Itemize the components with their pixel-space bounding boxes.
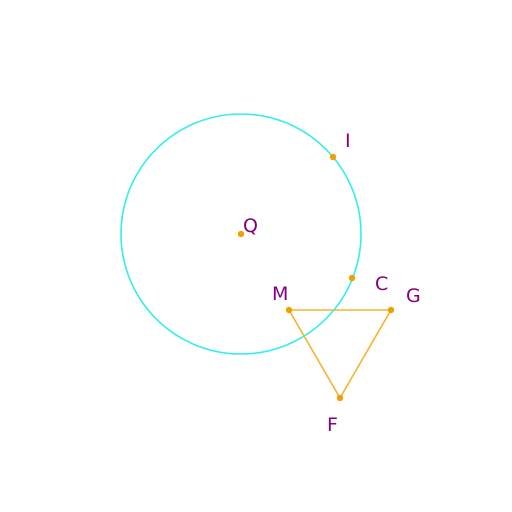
- triangle-mgf: [287, 309, 393, 400]
- label-c: C: [375, 273, 388, 295]
- point-g: [387, 306, 395, 314]
- point-q: [237, 230, 245, 238]
- point-m: [285, 306, 293, 314]
- label-m: M: [272, 283, 288, 305]
- circle-q: [120, 113, 362, 355]
- label-f: F: [327, 414, 338, 436]
- point-i: [329, 153, 337, 161]
- label-i: I: [345, 130, 351, 152]
- point-f: [336, 394, 344, 402]
- label-q: Q: [243, 215, 258, 237]
- point-c: [348, 274, 356, 282]
- label-g: G: [406, 285, 421, 307]
